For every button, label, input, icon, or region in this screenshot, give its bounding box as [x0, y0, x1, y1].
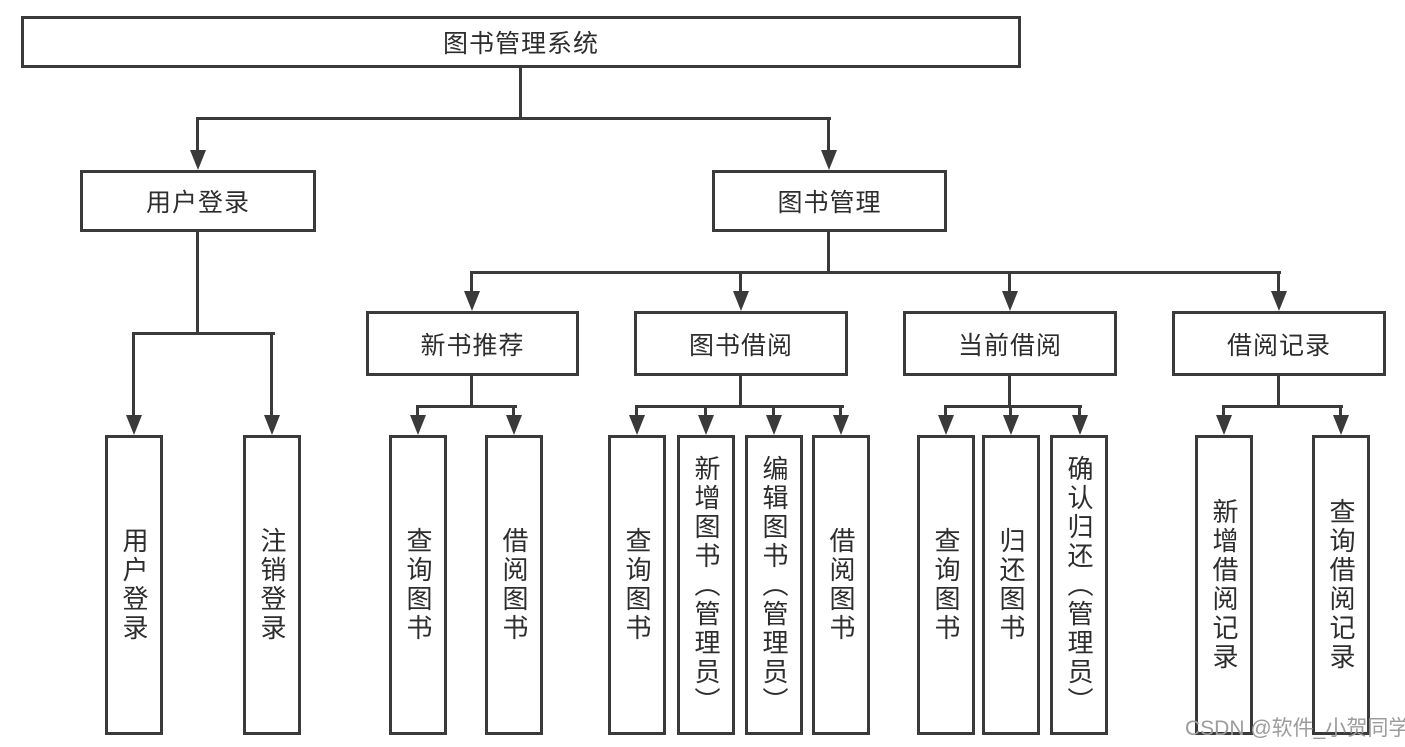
connector-line [512, 406, 515, 418]
connector-line [416, 405, 517, 408]
leaf-borrow-books-recommend: 借阅图书 [485, 435, 543, 735]
connector-line [196, 232, 199, 333]
connector-line [739, 272, 742, 295]
connector-line [944, 405, 1082, 408]
leaf-borrow-books: 借阅图书 [812, 435, 870, 735]
connector-line [132, 333, 135, 418]
node-label: 图书借阅 [688, 331, 793, 360]
connector-line [1009, 406, 1012, 418]
node-label: 用户登录 [145, 189, 250, 217]
connector-line [704, 406, 707, 418]
node-label: 当前借阅 [957, 331, 1062, 360]
node-label: 借阅图书 [826, 527, 856, 643]
arrowhead-down-icon [506, 415, 522, 435]
connector-line [827, 118, 830, 154]
leaf-add-book-admin: 新增图书（管理员） [677, 435, 735, 735]
connector-line [635, 406, 638, 418]
connector-line [1222, 406, 1225, 418]
connector-line [944, 406, 947, 418]
connector-line [739, 376, 742, 407]
connector-line [132, 332, 275, 335]
connector-line [1222, 405, 1343, 408]
connector-line [519, 68, 522, 118]
leaf-add-borrow-record: 新增借阅记录 [1195, 435, 1253, 735]
connector-line [1008, 272, 1011, 295]
leaf-user-login: 用户登录 [105, 435, 163, 735]
node-book-borrowing: 图书借阅 [634, 311, 848, 376]
node-label: 查询图书 [622, 527, 652, 643]
arrowhead-down-icon [1003, 415, 1019, 435]
node-label: 新书推荐 [420, 331, 525, 360]
arrowhead-down-icon [938, 415, 954, 435]
leaf-edit-book-admin: 编辑图书（管理员） [745, 435, 803, 735]
leaf-logout: 注销登录 [243, 435, 301, 735]
node-borrowing-records: 借阅记录 [1172, 311, 1386, 376]
leaf-query-books-recommend: 查询图书 [389, 435, 447, 735]
connector-line [196, 117, 831, 120]
node-label: 新增借阅记录 [1209, 498, 1239, 672]
connector-line [270, 333, 273, 418]
connector-line [470, 272, 473, 295]
node-label: 用户登录 [119, 527, 149, 643]
arrowhead-down-icon [126, 415, 142, 435]
arrowhead-down-icon [1271, 291, 1287, 311]
connector-line [1277, 272, 1280, 295]
arrowhead-down-icon [464, 291, 480, 311]
node-library-management-system: 图书管理系统 [21, 16, 1021, 68]
node-label: 新增图书（管理员） [691, 454, 721, 716]
connector-line [470, 376, 473, 407]
node-label: 借阅记录 [1226, 331, 1331, 360]
node-label: 注销登录 [257, 527, 287, 643]
node-label: 图书管理 [777, 189, 882, 217]
node-label: 图书管理系统 [442, 30, 599, 58]
arrowhead-down-icon [410, 415, 426, 435]
arrowhead-down-icon [1002, 291, 1018, 311]
connector-line [470, 271, 1281, 274]
connector-line [635, 405, 844, 408]
connector-line [416, 406, 419, 418]
arrowhead-down-icon [190, 150, 206, 170]
connector-line [1339, 406, 1342, 418]
node-label: 归还图书 [996, 527, 1026, 643]
arrowhead-down-icon [629, 415, 645, 435]
arrowhead-down-icon [698, 415, 714, 435]
leaf-query-books-borrowing: 查询图书 [608, 435, 666, 735]
arrowhead-down-icon [833, 415, 849, 435]
node-label: 查询图书 [931, 527, 961, 643]
node-label: 确认归还（管理员） [1064, 454, 1094, 716]
node-label: 查询借阅记录 [1326, 498, 1356, 672]
leaf-return-book: 归还图书 [982, 435, 1040, 735]
node-label: 编辑图书（管理员） [759, 454, 789, 716]
leaf-confirm-return-admin: 确认归还（管理员） [1050, 435, 1108, 735]
connector-line [772, 406, 775, 418]
connector-line [1277, 376, 1280, 407]
leaf-query-borrow-record: 查询借阅记录 [1312, 435, 1370, 735]
node-user-login: 用户登录 [80, 170, 316, 232]
arrowhead-down-icon [264, 415, 280, 435]
connector-line [196, 118, 199, 154]
arrowhead-down-icon [766, 415, 782, 435]
node-book-management: 图书管理 [712, 170, 947, 232]
leaf-query-books-current: 查询图书 [917, 435, 975, 735]
connector-line [1078, 406, 1081, 418]
node-label: 借阅图书 [499, 527, 529, 643]
arrowhead-down-icon [733, 291, 749, 311]
node-label: 查询图书 [403, 527, 433, 643]
node-new-book-recommendation: 新书推荐 [366, 311, 579, 376]
connector-line [827, 232, 830, 272]
arrowhead-down-icon [1072, 415, 1088, 435]
arrowhead-down-icon [1333, 415, 1349, 435]
arrowhead-down-icon [1216, 415, 1232, 435]
connector-line [1008, 376, 1011, 407]
watermark: CSDN @软件_小贺同学 [1185, 717, 1405, 740]
connector-line [839, 406, 842, 418]
node-current-borrowing: 当前借阅 [903, 311, 1117, 376]
arrowhead-down-icon [821, 150, 837, 170]
